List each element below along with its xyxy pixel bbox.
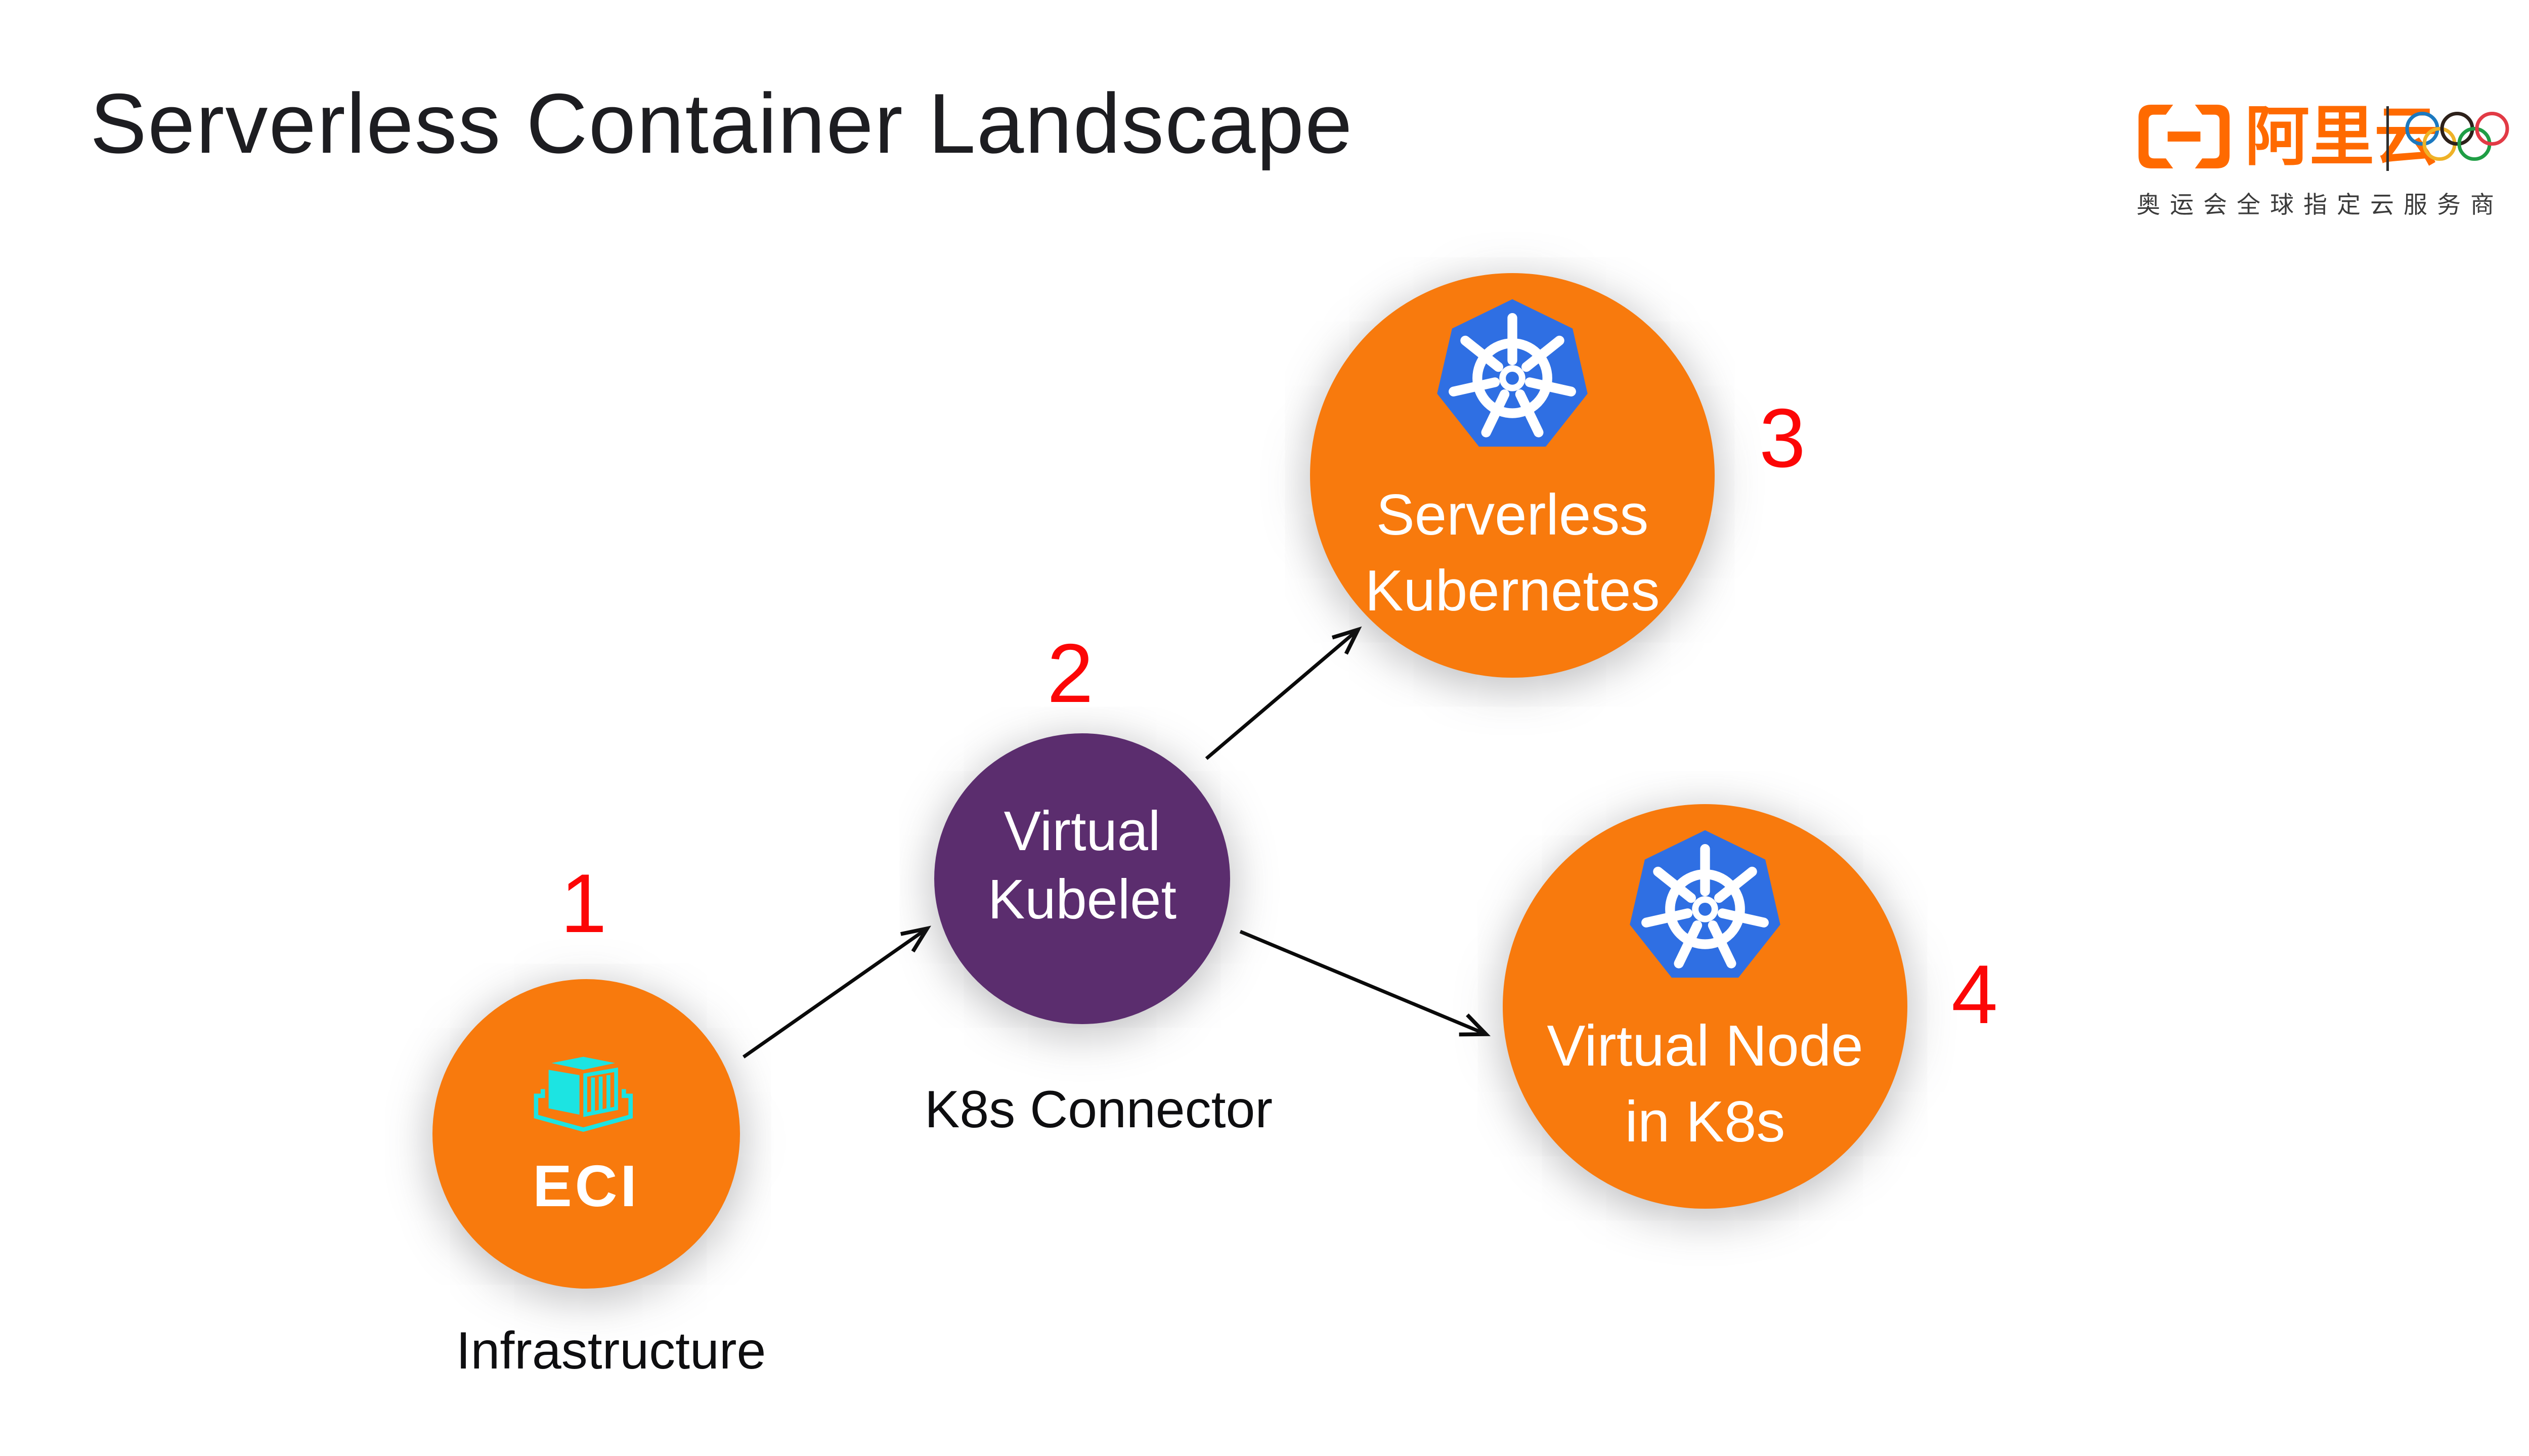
kubernetes-icon — [1630, 830, 1780, 978]
node-virtual-node-in-k8s: Virtual Node in K8s — [1503, 804, 1907, 1209]
caption-k8s-connector: K8s Connector — [925, 1080, 1273, 1139]
container-icon — [534, 1056, 633, 1132]
olympic-tagline: 奥运会全球指定云服务商 — [2136, 191, 2504, 218]
step-number-4: 4 — [1951, 948, 1998, 1041]
node-label: ECI — [533, 1153, 640, 1219]
arrow-virtual-kubelet-to-virtual-node — [1239, 930, 1491, 1037]
step-number-1: 1 — [560, 857, 607, 950]
node-label: Virtual Kubelet — [988, 798, 1176, 933]
node-label: Virtual Node in K8s — [1547, 1008, 1863, 1161]
page-title: Serverless Container Landscape — [90, 76, 1354, 171]
node-label-line: Kubelet — [987, 868, 1177, 931]
arrow-eci-to-virtual-kubelet — [742, 925, 932, 1058]
node-label-line: Kubernetes — [1365, 559, 1660, 624]
arrow-virtual-kubelet-to-serverless-kubernetes — [1205, 626, 1362, 760]
alibaba-cloud-brand-text: 阿里云 — [2245, 101, 2439, 173]
node-virtual-kubelet: Virtual Kubelet — [934, 733, 1230, 1024]
node-label-line: Serverless — [1376, 483, 1649, 547]
node-eci: ECI — [432, 979, 740, 1289]
node-label: Serverless Kubernetes — [1365, 477, 1660, 630]
logo-divider — [2386, 106, 2389, 171]
olympic-rings-icon — [2405, 112, 2509, 161]
node-serverless-kubernetes: Serverless Kubernetes — [1310, 273, 1715, 678]
alibaba-cloud-bracket-icon — [2139, 105, 2230, 168]
step-number-2: 2 — [1047, 627, 1094, 720]
node-label-line: Virtual Node — [1547, 1014, 1863, 1078]
step-number-3: 3 — [1759, 391, 1806, 484]
kubernetes-icon — [1437, 299, 1588, 447]
node-label-line: Virtual — [1004, 800, 1161, 863]
caption-infrastructure: Infrastructure — [456, 1321, 766, 1380]
node-label-line: in K8s — [1625, 1090, 1785, 1155]
